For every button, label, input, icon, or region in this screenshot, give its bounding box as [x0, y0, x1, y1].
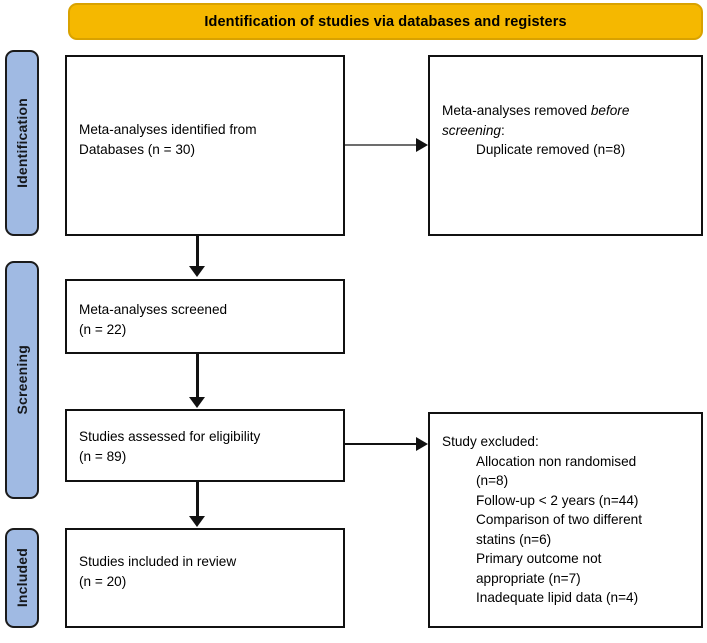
stage-tab-included: Included [5, 528, 39, 628]
diagram-header-banner: Identification of studies via databases … [68, 3, 703, 40]
records-removed-line1-italic: before [590, 103, 630, 118]
exclusion-reason: Comparison of two different [476, 512, 642, 527]
arrowhead-right-icon [416, 437, 428, 451]
records-screened-line1: Meta-analyses screened [79, 302, 228, 317]
node-records-screened: Meta-analyses screened (n = 22) [65, 279, 345, 354]
stage-tab-screening: Screening [5, 261, 39, 499]
node-records-identified: Meta-analyses identified from Databases … [65, 55, 345, 236]
connector-identified-to-removed [345, 144, 417, 146]
stage-label-included: Included [14, 548, 30, 608]
arrowhead-down-icon [189, 397, 205, 408]
assessed-eligibility-line1: Studies assessed for eligibility [79, 429, 261, 444]
studies-included-line2: (n = 20) [79, 573, 127, 589]
exclusion-reason: Allocation non randomised [476, 453, 637, 469]
node-assessed-eligibility: Studies assessed for eligibility (n = 89… [65, 409, 345, 482]
node-studies-excluded-text: Study excluded: Allocation non randomise… [442, 432, 693, 608]
arrowhead-down-icon [189, 266, 205, 277]
connector-screened-to-eligibility [196, 354, 199, 398]
exclusion-reason: appropriate (n=7) [476, 570, 581, 586]
records-removed-line2-suffix: : [500, 122, 505, 138]
node-records-removed-text: Meta-analyses removed before screening: … [442, 101, 693, 160]
records-screened-line2: (n = 22) [79, 321, 127, 337]
node-studies-excluded: Study excluded: Allocation non randomise… [428, 412, 703, 628]
arrowhead-right-icon [416, 138, 428, 152]
studies-excluded-heading: Study excluded: [442, 434, 539, 449]
exclusion-reason: Primary outcome not [476, 551, 602, 566]
stage-label-screening: Screening [14, 345, 30, 415]
exclusion-reason: statins (n=6) [476, 531, 552, 547]
records-removed-line1-prefix: Meta-analyses removed [442, 103, 591, 118]
connector-identified-to-screened [196, 236, 199, 268]
arrowhead-down-icon [189, 516, 205, 527]
node-studies-included: Studies included in review (n = 20) [65, 528, 345, 628]
node-assessed-eligibility-text: Studies assessed for eligibility (n = 89… [79, 427, 335, 466]
stage-tab-identification: Identification [5, 50, 39, 236]
records-identified-line1: Meta-analyses identified from [79, 122, 257, 137]
exclusion-reason: Inadequate lipid data (n=4) [476, 590, 639, 605]
assessed-eligibility-line2: (n = 89) [79, 448, 127, 464]
node-records-screened-text: Meta-analyses screened (n = 22) [79, 300, 335, 339]
exclusion-reason: (n=8) [476, 473, 509, 488]
stage-label-identification: Identification [14, 98, 30, 188]
connector-eligibility-to-excluded [345, 443, 417, 445]
node-records-removed: Meta-analyses removed before screening: … [428, 55, 703, 236]
node-studies-included-text: Studies included in review (n = 20) [79, 552, 335, 591]
diagram-title: Identification of studies via databases … [204, 13, 567, 30]
records-removed-line2-italic: screening [442, 122, 501, 138]
studies-included-line1: Studies included in review [79, 554, 237, 569]
records-removed-duplicates: Duplicate removed (n=8) [476, 142, 626, 157]
connector-eligibility-to-included [196, 482, 199, 517]
exclusion-reason: Follow-up < 2 years (n=44) [476, 492, 639, 508]
node-records-identified-text: Meta-analyses identified from Databases … [79, 120, 335, 159]
records-identified-line2: Databases (n = 30) [79, 141, 195, 157]
